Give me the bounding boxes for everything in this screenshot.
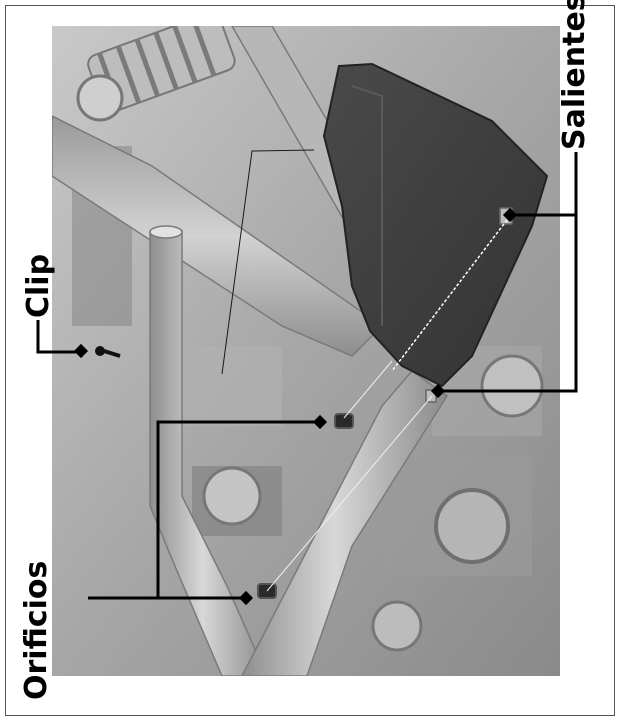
motorcycle-illustration [52, 26, 560, 676]
illustration-svg [52, 26, 560, 676]
orificios-label: Orificios [19, 560, 54, 700]
clip-part [95, 346, 121, 358]
clip-label: Clip [21, 253, 56, 318]
hole-upper [334, 413, 354, 429]
salientes-label: Salientes [557, 0, 592, 150]
side-cover [322, 62, 549, 388]
lower-frame-tube [241, 369, 449, 676]
